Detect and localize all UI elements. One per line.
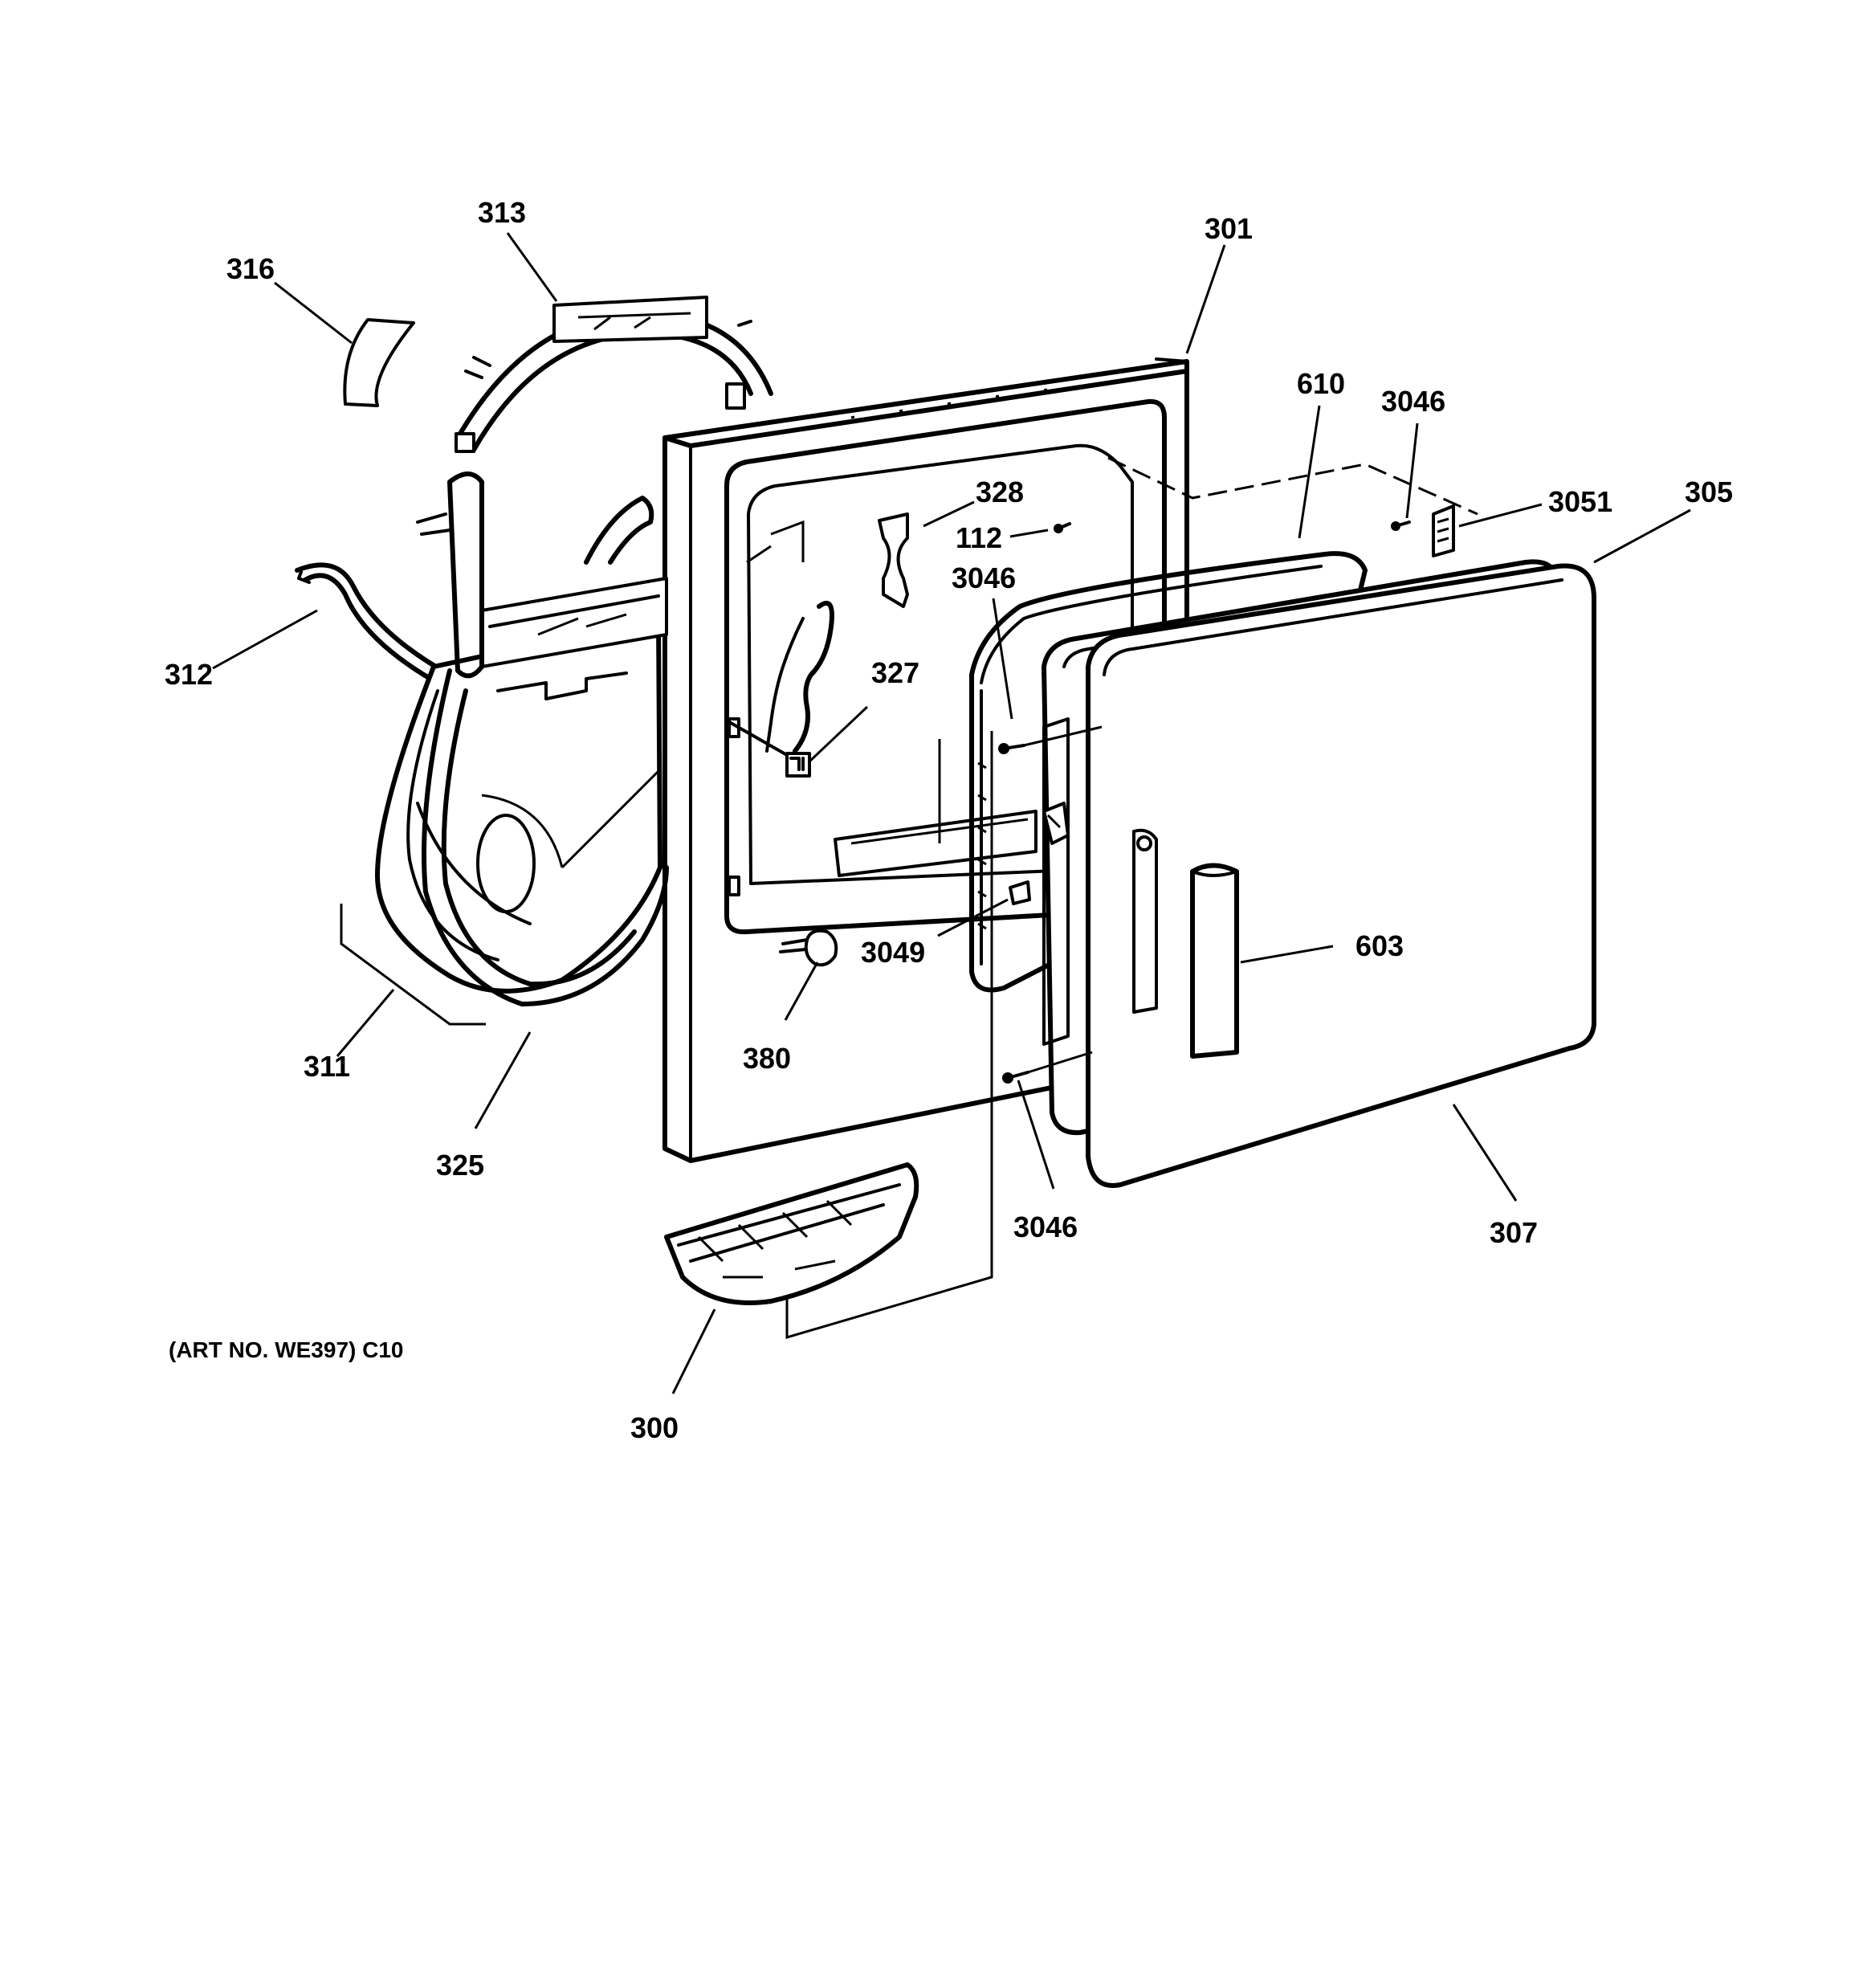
leader-bracket-311	[340, 904, 486, 1026]
bracket-328	[878, 512, 909, 608]
seal-325	[422, 496, 669, 1006]
callout-112: 112	[956, 521, 1002, 554]
lint-filter-300	[664, 1162, 919, 1305]
callout-307: 307	[1490, 1216, 1538, 1249]
door-gasket-610	[969, 551, 1368, 993]
felt-seal-316	[343, 318, 415, 407]
wire-harness-312	[295, 562, 452, 687]
callout-380: 380	[743, 1042, 791, 1075]
callout-328: 328	[976, 476, 1024, 508]
screw-112	[1054, 522, 1071, 533]
callout-3046-top: 3046	[1381, 385, 1445, 418]
door-switch-327	[729, 600, 834, 778]
callout-603: 603	[1355, 929, 1404, 962]
callout-325: 325	[436, 1149, 484, 1182]
callout-312: 312	[165, 658, 213, 691]
callout-3049: 3049	[861, 936, 925, 969]
hinge-3051	[1432, 504, 1455, 557]
clip-3049	[1009, 880, 1031, 905]
callout-305: 305	[1685, 476, 1733, 508]
callout-313: 313	[478, 196, 526, 229]
callout-3046-bot: 3046	[1013, 1210, 1078, 1243]
screw-3046-mid	[998, 725, 1103, 754]
callout-610: 610	[1297, 367, 1345, 400]
guide-line-b	[785, 731, 993, 1340]
callout-327: 327	[871, 656, 919, 689]
leader-lines	[212, 232, 1691, 1394]
callout-300: 300	[630, 1411, 679, 1444]
callout-301: 301	[1205, 212, 1253, 245]
callout-311: 311	[304, 1050, 350, 1083]
screw-3046-top	[1391, 520, 1411, 531]
callout-3046-mid: 3046	[952, 561, 1016, 594]
support-arc-313	[455, 296, 773, 453]
sensor-380	[779, 929, 838, 967]
art-number: (ART NO. WE397) C10	[169, 1337, 404, 1362]
bulkhead-311	[375, 471, 668, 994]
door-305	[1042, 559, 1596, 1188]
hinge-alignment-line	[1107, 456, 1478, 516]
callout-316: 316	[226, 252, 275, 285]
screw-3046-bot	[1002, 1051, 1093, 1084]
callout-3051: 3051	[1548, 485, 1612, 518]
